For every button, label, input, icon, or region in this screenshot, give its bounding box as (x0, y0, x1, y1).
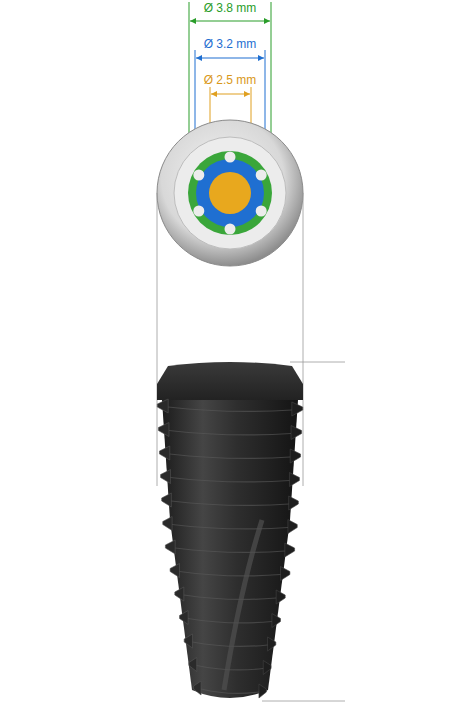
hex-lobe (225, 152, 236, 163)
thread-tooth (289, 496, 299, 510)
top-view (157, 120, 303, 266)
thread-tooth (184, 634, 192, 648)
thread-tooth (194, 681, 201, 695)
thread-crest (170, 454, 290, 458)
thread-tooth (165, 540, 175, 554)
thread-tooth (291, 426, 302, 440)
thread-tooth (170, 564, 179, 578)
thread-tooth (263, 661, 271, 675)
thread-crest (171, 478, 290, 482)
projection-lines (157, 193, 345, 701)
thread-tooth (285, 543, 295, 557)
thread-tooth (268, 637, 276, 651)
dimension-label: Ø 3.8 mm (202, 1, 259, 15)
thread-tooth (157, 399, 168, 413)
thread-crest (201, 689, 259, 693)
dimension-label: Ø 3.2 mm (202, 37, 259, 51)
dimension-label: Ø 2.5 mm (202, 73, 259, 87)
hex-lobe (193, 170, 204, 181)
thread-crest (180, 572, 281, 576)
thread-tooth (189, 658, 197, 672)
implant-body (157, 362, 303, 698)
thread-tooth (290, 449, 300, 463)
thread-tooth (159, 446, 169, 460)
thread-crest (172, 525, 288, 529)
thread-tooth (163, 517, 172, 531)
thread-tooth (289, 473, 299, 487)
thread-crest (184, 595, 276, 599)
thread-tooth (276, 590, 285, 604)
thread-tooth (158, 423, 169, 437)
thread-tooth (162, 493, 172, 507)
thread-crest (169, 431, 291, 435)
dimension-lines (190, 18, 270, 97)
thread-tooth (161, 470, 171, 484)
hex-lobe (225, 224, 236, 235)
thread-crest (171, 501, 288, 505)
thread-tooth (288, 520, 297, 534)
hex-lobe (193, 206, 204, 217)
hex-lobe (256, 206, 267, 217)
hex-lobe (256, 170, 267, 181)
thread-tooth (280, 567, 289, 581)
thread-crest (188, 619, 272, 623)
thread-crest (175, 548, 285, 552)
thread-tooth (180, 611, 189, 625)
thread-tooth (259, 684, 266, 698)
thread-tooth (272, 614, 281, 628)
thread-tooth (292, 402, 303, 416)
thread-tooth (175, 587, 184, 601)
thread-crest (168, 407, 292, 411)
